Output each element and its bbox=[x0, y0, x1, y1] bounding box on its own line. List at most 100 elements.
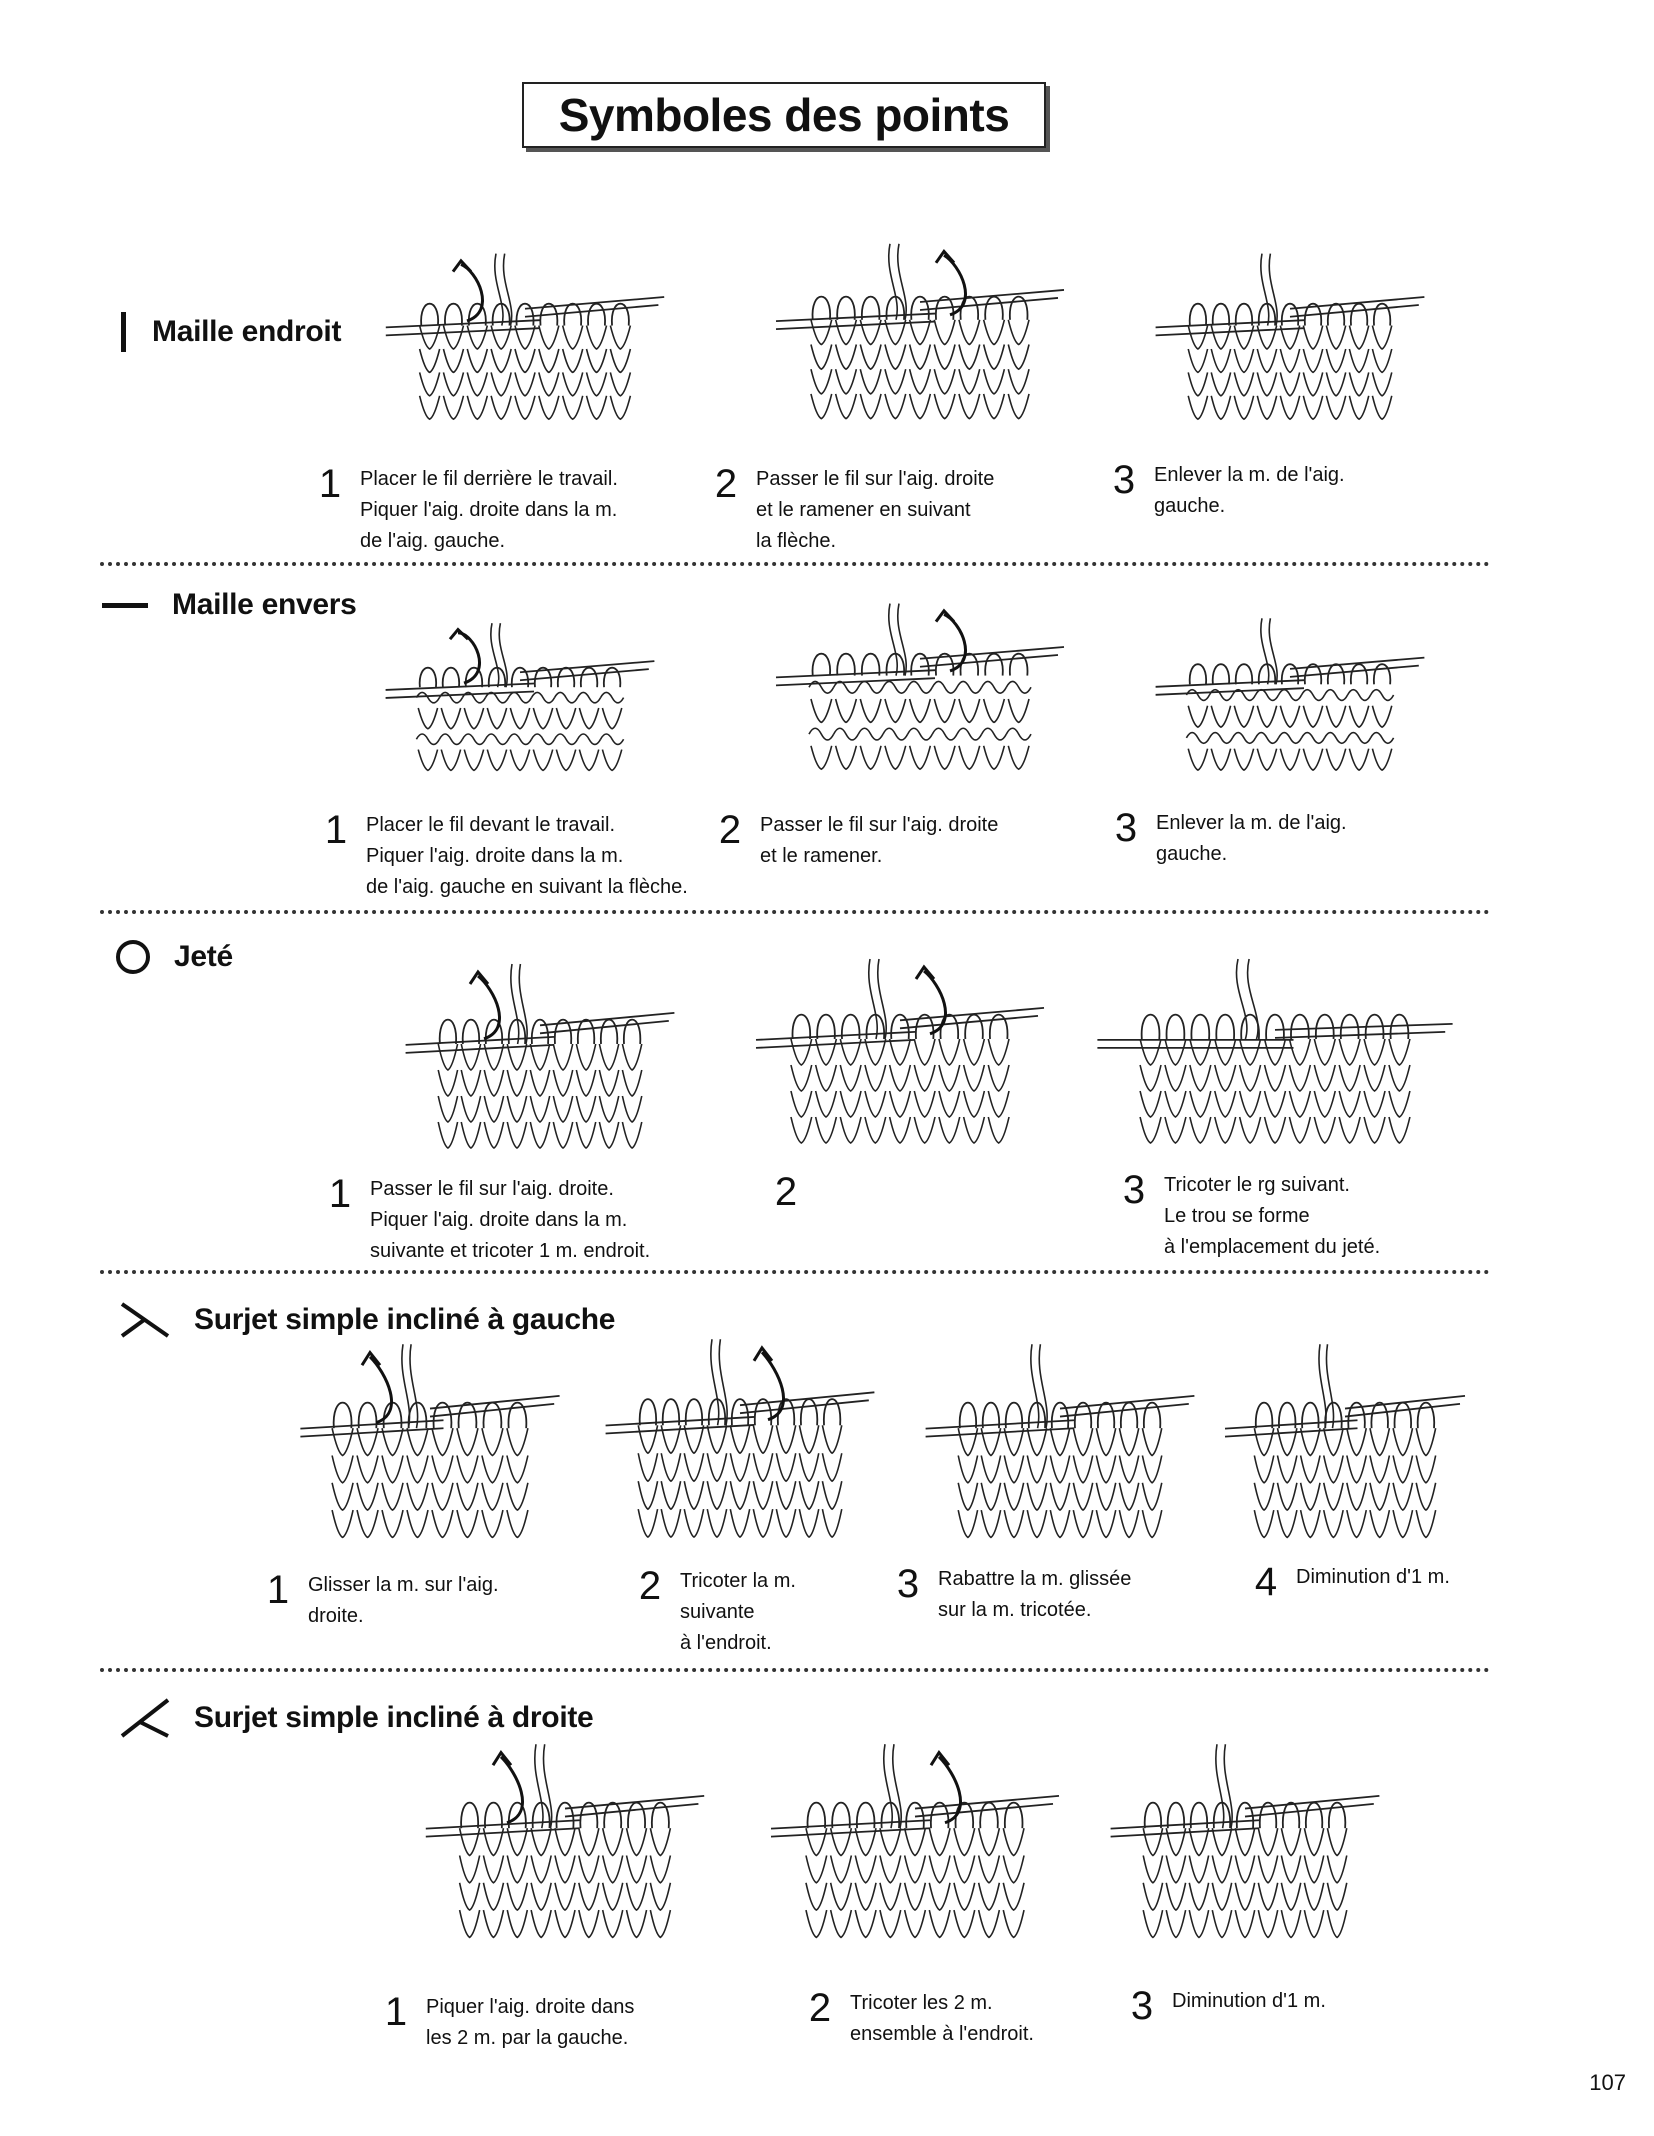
knit-stitch bbox=[839, 1038, 862, 1066]
knit-stitch bbox=[1302, 325, 1324, 350]
knit-stitch bbox=[982, 319, 1006, 346]
knit-stitch bbox=[805, 1882, 828, 1912]
needle-loop bbox=[1290, 1013, 1310, 1040]
knit-stitch bbox=[598, 1121, 620, 1149]
knit-stitch bbox=[406, 1455, 429, 1484]
knit-stitch bbox=[530, 1882, 552, 1912]
fabric bbox=[415, 691, 625, 772]
yarn-strand bbox=[409, 1344, 419, 1429]
knit-stitch bbox=[506, 1428, 529, 1457]
needle-loop bbox=[1304, 663, 1322, 685]
knit-stitch bbox=[356, 1428, 379, 1457]
knit-stitch bbox=[1371, 325, 1393, 350]
knit-stitch bbox=[1211, 1909, 1233, 1939]
knit-stitch bbox=[1007, 369, 1030, 395]
knit-stitch bbox=[381, 1482, 404, 1512]
step-text: Tricoter le rg suivant. Le trou se forme… bbox=[1164, 1174, 1381, 1258]
knit-stitch bbox=[953, 1882, 976, 1912]
knit-stitch bbox=[980, 1482, 1002, 1512]
needle-loop bbox=[1328, 1801, 1347, 1829]
section-title: Maille envers bbox=[172, 588, 357, 621]
yarn-strand bbox=[877, 958, 887, 1040]
knit-stitch bbox=[884, 698, 907, 724]
knit-stitch bbox=[1326, 1909, 1348, 1939]
needle-loop bbox=[357, 1401, 378, 1429]
fabric bbox=[458, 1828, 672, 1939]
knit-stitch bbox=[1234, 1909, 1256, 1939]
knit-stitch bbox=[1325, 348, 1347, 374]
step-caption: 1 Piquer l'aig. droite dans les 2 m. par… bbox=[384, 1990, 635, 2054]
section-heading: Jeté bbox=[114, 938, 233, 976]
knit-stitch bbox=[660, 1481, 682, 1511]
needle-loop bbox=[600, 1018, 619, 1045]
knit-stitch bbox=[859, 369, 882, 395]
needle-loop bbox=[935, 295, 955, 320]
knit-stitch bbox=[1233, 705, 1255, 729]
purl-bump bbox=[857, 727, 884, 741]
knit-stitch bbox=[1139, 1116, 1162, 1144]
right-needle-line bbox=[539, 1020, 669, 1035]
knit-stitch bbox=[977, 1909, 1001, 1939]
left-needle-line bbox=[1155, 679, 1305, 688]
knit-stitch bbox=[1338, 1090, 1361, 1118]
knit-stitch bbox=[775, 1453, 797, 1483]
knit-stitch bbox=[1095, 1428, 1117, 1457]
step-number: 1 bbox=[324, 808, 348, 852]
fabric bbox=[808, 680, 1032, 771]
knit-stitch bbox=[1388, 1038, 1411, 1066]
step-text: Glisser la m. sur l'aig. droite. bbox=[308, 1574, 499, 1627]
knit-stitch bbox=[1371, 748, 1393, 771]
knit-stitch bbox=[609, 372, 632, 397]
knit-stitch bbox=[1325, 705, 1347, 729]
yarn-strand bbox=[883, 1744, 893, 1829]
purl-bump bbox=[1208, 731, 1234, 745]
knit-stitch bbox=[752, 1481, 774, 1511]
knit-stitch bbox=[958, 393, 981, 420]
knit-stitch bbox=[1313, 1038, 1337, 1066]
knit-stitch bbox=[552, 1121, 574, 1149]
knit-stitch bbox=[1007, 393, 1030, 420]
yarn-strand bbox=[1260, 618, 1270, 685]
needle-loop bbox=[984, 653, 1004, 676]
purl-bump bbox=[1254, 731, 1280, 745]
knit-stitch bbox=[331, 1455, 354, 1484]
knit-stitch bbox=[561, 395, 584, 421]
knit-stitch bbox=[1142, 1882, 1164, 1912]
step-caption: 2 bbox=[774, 1170, 816, 1214]
knit-stitch bbox=[821, 1425, 843, 1455]
yarn-strand bbox=[1030, 1344, 1040, 1429]
knit-stitch bbox=[834, 698, 858, 724]
knit-stitch bbox=[1141, 1482, 1163, 1512]
knit-stitch bbox=[775, 1481, 797, 1511]
direction-arrow bbox=[943, 253, 967, 317]
purl-bump bbox=[530, 733, 556, 746]
knit-stitch bbox=[506, 1482, 529, 1512]
yarnover-step-1-illustration bbox=[405, 963, 675, 1149]
knit-stitch bbox=[810, 393, 833, 420]
needle-loop bbox=[856, 1801, 876, 1829]
knit-stitch bbox=[987, 1116, 1010, 1144]
purl-bump bbox=[507, 733, 533, 746]
fabric bbox=[418, 325, 632, 421]
knit-stitch bbox=[938, 1038, 961, 1066]
knit-stitch bbox=[928, 1909, 951, 1939]
knit-stitch bbox=[1210, 325, 1232, 350]
needle-loop bbox=[587, 303, 606, 326]
knit-stitch bbox=[884, 344, 907, 371]
knit-stitch bbox=[1303, 1828, 1325, 1857]
arrow-head bbox=[752, 1345, 774, 1362]
knit-stitch bbox=[913, 1038, 936, 1066]
knit-stitch bbox=[1234, 1882, 1256, 1912]
needle-loop bbox=[507, 1018, 526, 1045]
knit-stitch bbox=[1280, 1909, 1302, 1939]
needle-loop bbox=[484, 1018, 503, 1045]
knit-stitch bbox=[481, 1455, 504, 1484]
knit-stitch bbox=[884, 369, 907, 395]
knit-stitch bbox=[1263, 1090, 1287, 1118]
needle-loop bbox=[603, 667, 622, 688]
knit-stitch bbox=[1299, 1509, 1321, 1539]
knit-stitch bbox=[1002, 1882, 1025, 1912]
knit-stitch bbox=[798, 1453, 820, 1483]
purl-bump bbox=[931, 727, 958, 741]
knit-stitch bbox=[1026, 1509, 1048, 1539]
